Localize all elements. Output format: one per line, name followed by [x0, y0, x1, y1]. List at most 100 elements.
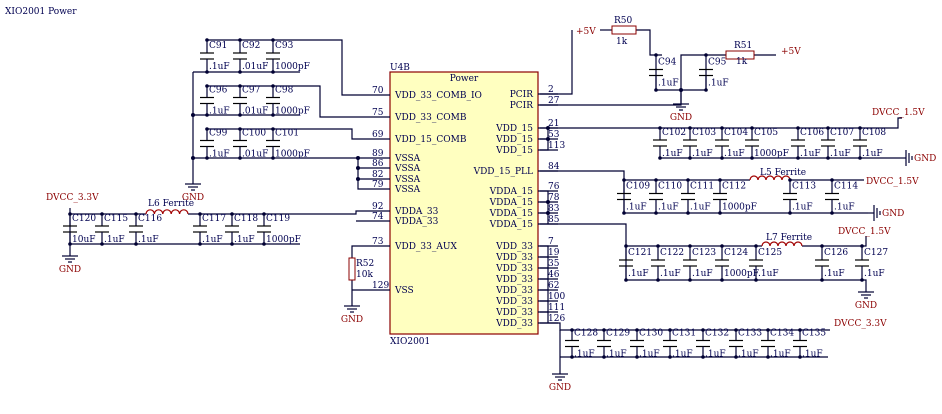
- cap-c120: C120 10uF: [63, 212, 96, 246]
- cap-value: .1uF: [834, 203, 855, 213]
- cap-ref: C109: [626, 182, 650, 192]
- pin-name: VDD_33: [495, 242, 533, 252]
- gnd-label: GND: [182, 193, 204, 203]
- gnd-label: GND: [882, 209, 904, 219]
- cap-value: .1uF: [658, 203, 679, 213]
- pin-name: VSSA: [394, 164, 421, 174]
- chip-body: [389, 71, 539, 335]
- l7-coil: [761, 241, 803, 247]
- pin-name: VDDA_33: [394, 207, 439, 217]
- cap-c122: C122.1uF: [651, 244, 684, 282]
- cap-value: .1uF: [758, 269, 779, 279]
- pin-name: VDD_33: [495, 264, 533, 274]
- pin-name: VDD_33_COMB_IO: [394, 91, 482, 101]
- pin-number: 2: [548, 85, 554, 95]
- cap-ref: C117: [202, 214, 226, 224]
- cap-ref: C113: [792, 182, 816, 192]
- gnd-vdda15: GND: [855, 286, 877, 311]
- cap-c106: C106.1uF: [791, 126, 824, 160]
- cap-value: 10uF: [72, 235, 96, 245]
- cap-value: .1uF: [708, 79, 729, 89]
- cap-c118: C118.1uF: [225, 212, 258, 246]
- cap-c113: C113.1uF: [783, 178, 816, 215]
- cap-ref: C135: [802, 329, 826, 339]
- cap-ref: C128: [574, 329, 598, 339]
- pin-number: 111: [548, 303, 565, 313]
- cap-value: 1000pF: [724, 269, 759, 279]
- cap-c121: C121.1uF: [619, 244, 652, 282]
- cap-ref: C124: [724, 248, 748, 258]
- cap-value: .1uF: [830, 149, 851, 159]
- l6-coil: [145, 209, 189, 215]
- cap-c114: C114.1uF: [825, 178, 858, 215]
- cap-c111: C111.1uF: [681, 178, 714, 215]
- cap-ref: C123: [692, 248, 716, 258]
- cap-ref: C119: [266, 214, 290, 224]
- cap-value: 1000pF: [754, 149, 789, 159]
- cap-c92: C92.01uF: [233, 38, 268, 74]
- r52-ref: R52: [356, 259, 374, 269]
- aux-vss: R52 10k: [348, 245, 374, 300]
- net-p5v-a: +5V: [576, 27, 596, 37]
- cap-c127: C127.1uF: [855, 244, 888, 282]
- pin-name: PCIR: [510, 101, 533, 111]
- pin-number: 76: [548, 182, 560, 192]
- pin-number: 92: [372, 202, 383, 212]
- pin-number: 53: [548, 130, 560, 140]
- vdda15-filter: L7 Ferrite DVCC_1.5V: [540, 190, 891, 286]
- cap-value: 1000pF: [275, 150, 310, 160]
- pin-number: 70: [372, 86, 384, 96]
- cap-ref: C132: [705, 329, 729, 339]
- cap-value: .1uF: [138, 235, 159, 245]
- cap-value: .1uF: [824, 269, 845, 279]
- cap-ref: C120: [72, 214, 96, 224]
- pin-name: VDD_33: [495, 253, 533, 263]
- gnd-pll: GND: [868, 205, 904, 221]
- cap-c125: C125.1uF: [749, 244, 782, 282]
- cap-ref: C97: [242, 86, 261, 96]
- pin-name: VDDA_15: [489, 198, 534, 208]
- cap-c104: C104.1uF: [715, 126, 748, 160]
- pin-number: 7: [548, 237, 554, 247]
- cap-value: .1uF: [639, 350, 660, 360]
- cap-value: .1uF: [626, 203, 647, 213]
- pin-name: VDD_15: [495, 135, 533, 145]
- cap-value: .1uF: [234, 235, 255, 245]
- cap-value: .1uF: [209, 150, 230, 160]
- gnd-pcir: GND: [670, 98, 692, 123]
- cap-c99: C99.1uF: [200, 127, 230, 160]
- cap-c132: C132.1uF: [696, 328, 729, 360]
- cap-value: .1uF: [770, 350, 791, 360]
- cap-value: .01uF: [242, 150, 268, 160]
- cap-value: .1uF: [574, 350, 595, 360]
- cap-value: .1uF: [658, 79, 679, 89]
- cap-ref: C94: [658, 58, 677, 68]
- pin-name: VDD_15_PLL: [473, 167, 533, 177]
- pin-number: 126: [548, 314, 565, 324]
- cap-ref: C104: [724, 128, 748, 138]
- pin-number: 78: [548, 193, 560, 203]
- cap-ref: C93: [275, 41, 294, 51]
- cap-c124: C124 1000pF: [715, 244, 759, 282]
- l5-label: L5 Ferrite: [760, 168, 806, 178]
- l5-coil: [749, 175, 791, 181]
- pin-number: 75: [372, 108, 384, 118]
- cap-c134: C134.1uF: [761, 328, 794, 360]
- cap-c115: C115.1uF: [95, 212, 128, 246]
- pin-number: 69: [372, 130, 384, 140]
- pin-name: VDDA_33: [394, 217, 439, 227]
- cap-c110: C110.1uF: [649, 178, 682, 215]
- cap-ref: C92: [242, 41, 260, 51]
- cap-value: .1uF: [209, 62, 230, 72]
- pin-name: VSSA: [394, 175, 421, 185]
- gnd-vdd15: GND: [900, 150, 936, 166]
- cap-value: .1uF: [662, 149, 683, 159]
- r51-value: 1k: [736, 57, 748, 67]
- pin-number: 74: [372, 212, 384, 222]
- cap-value: .1uF: [628, 269, 649, 279]
- cap-c103: C103.1uF: [683, 126, 716, 160]
